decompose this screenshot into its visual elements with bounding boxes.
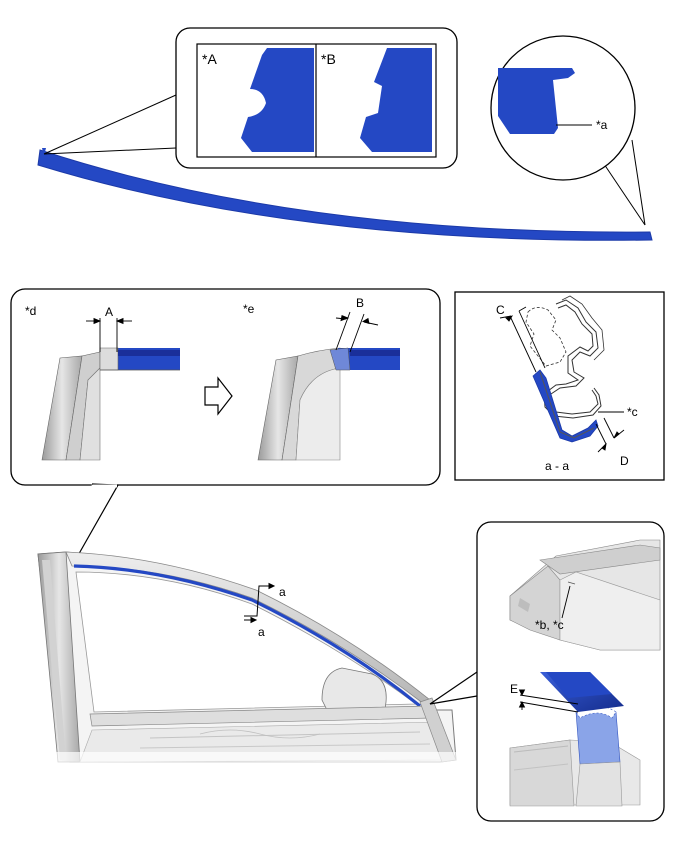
circle-callout: *a xyxy=(490,35,646,226)
pillar-corner-d xyxy=(40,347,180,461)
dim-e-label: E xyxy=(510,682,518,696)
upper-detail-label: *b, *c xyxy=(535,618,564,632)
end-cut-shape-b xyxy=(360,48,432,152)
section-callout-c: *c xyxy=(627,405,638,419)
strip-profile-end xyxy=(498,68,575,134)
dimension-e xyxy=(518,689,579,713)
section-mark-a-a xyxy=(244,582,276,624)
section-mark-bottom: a xyxy=(258,625,265,639)
section-metal-profile xyxy=(547,299,599,415)
panel-b-label: *B xyxy=(321,51,336,67)
dim-b-label: B xyxy=(356,296,364,310)
dim-c-label: C xyxy=(496,303,505,317)
side-mirror xyxy=(321,667,387,717)
section-mark-top: a xyxy=(279,585,286,599)
panel-e-label: *e xyxy=(243,302,255,316)
top-callout-box: *A *B xyxy=(175,27,458,169)
dimension-c xyxy=(499,306,546,373)
lower-pillar-end xyxy=(509,672,641,807)
next-arrow-icon xyxy=(204,376,233,416)
dimension-d xyxy=(595,417,625,453)
dim-d-label: D xyxy=(620,454,629,468)
dimension-b xyxy=(335,311,379,353)
section-dashed-trim xyxy=(525,307,567,367)
weatherstrip-full xyxy=(37,148,653,241)
top-callout-leader xyxy=(43,94,177,155)
panel-d-label: *d xyxy=(25,304,36,318)
section-weatherstrip xyxy=(532,369,599,443)
section-view-a-a: C D *c a - a xyxy=(454,291,665,481)
upper-pillar-joint xyxy=(509,539,661,651)
pillar-corner-e xyxy=(257,347,400,461)
panel-a-label: *A xyxy=(202,51,217,67)
section-caption: a - a xyxy=(545,459,569,473)
front-door xyxy=(30,551,470,772)
detail-box-d-e: *d *e A xyxy=(10,288,441,567)
circle-callout-label: *a xyxy=(596,118,608,132)
dim-a-label: A xyxy=(105,305,113,319)
end-cut-shape-a xyxy=(241,48,314,152)
right-detail-box: *b, *c E xyxy=(429,521,665,822)
door-weatherstrip xyxy=(73,564,422,708)
dimension-a xyxy=(86,317,132,352)
